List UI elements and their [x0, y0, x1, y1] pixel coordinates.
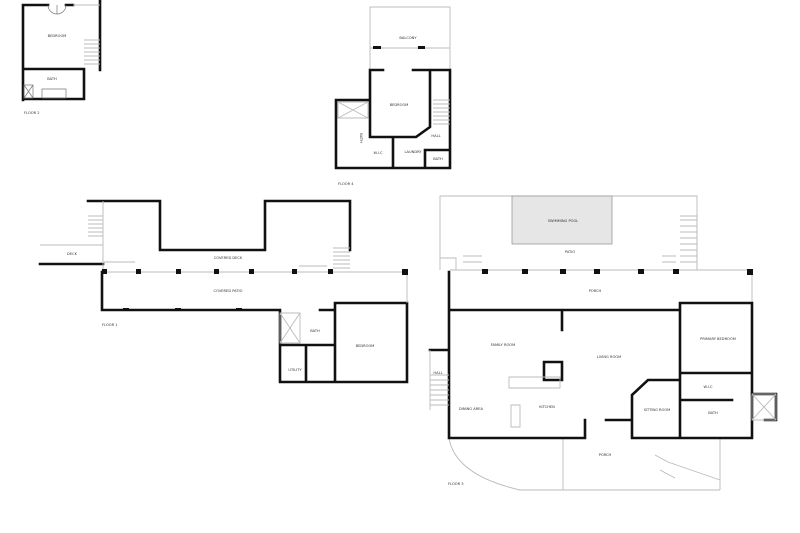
room-label-sitting-room: SITTING ROOM [644, 408, 671, 412]
floor-label: FLOOR 4 [338, 182, 354, 186]
room-label-balcony: BALCONY [399, 36, 417, 40]
room-label-bath: BATH [708, 411, 718, 415]
room-label-kitchen: KITCHEN [539, 405, 555, 409]
room-label-laundry: LAUNDRY [404, 150, 422, 154]
room-label-wic: W.I.C [704, 385, 713, 389]
room-label-hall: HALL [433, 371, 442, 375]
floor-label: FLOOR 2 [24, 111, 40, 115]
room-label-bath: BATH [47, 77, 57, 81]
room-label-swimming-pool: SWIMMING POOL [548, 219, 579, 223]
floor-label: FLOOR 1 [102, 323, 118, 327]
room-label-bath-right: BATH [433, 157, 443, 161]
room-label-hall: HALL [431, 134, 440, 138]
floor-4-plan: BALCONY BEDROOM BATH W.I.C LAUNDRY HALL … [334, 6, 452, 186]
room-label-dining-area: DINING AREA [459, 407, 483, 411]
room-label-bedroom: BEDROOM [48, 34, 67, 38]
room-label-covered-patio: COVERED PATIO [214, 289, 243, 293]
floor-1-plan: DECK COVERED DECK COVERED PATIO BATH BED… [38, 199, 409, 384]
room-label-bath-left: BATH [359, 133, 363, 143]
floor-2-plan: BEDROOM BATH FLOOR 2 [21, 0, 102, 115]
floor-3-plan: SWIMMING POOL PATIO PORCH FAMILY ROOM LI… [428, 195, 778, 491]
room-label-living-room: LIVING ROOM [597, 355, 621, 359]
room-label-family-room: FAMILY ROOM [491, 343, 515, 347]
room-label-wic: W.I.C [374, 151, 383, 155]
room-label-bedroom: BEDROOM [390, 103, 409, 107]
room-label-patio: PATIO [565, 250, 575, 254]
room-label-covered-deck: COVERED DECK [214, 256, 243, 260]
room-label-bedroom: BEDROOM [356, 344, 375, 348]
room-label-deck: DECK [67, 252, 78, 256]
room-label-porch-bottom: PORCH [599, 453, 612, 457]
floor-label: FLOOR 3 [448, 482, 464, 486]
room-label-utility: UTILITY [288, 368, 302, 372]
room-label-porch-top: PORCH [589, 289, 602, 293]
room-label-bath: BATH [310, 329, 320, 333]
room-label-primary-bedroom: PRIMARY BEDROOM [700, 337, 736, 341]
